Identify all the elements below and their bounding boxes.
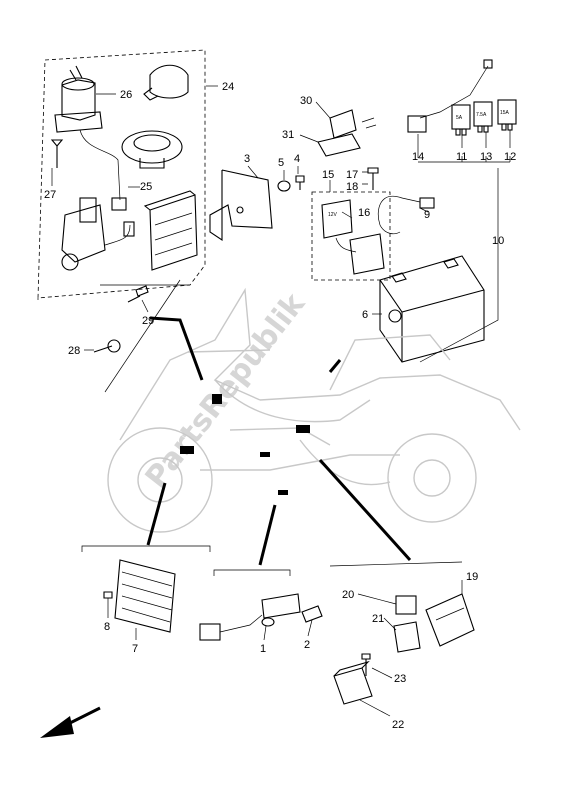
fuse-13[interactable]: 7.5A <box>473 101 493 133</box>
callout-19: 19 <box>466 571 478 583</box>
unit-22[interactable] <box>333 660 373 705</box>
group-box-24 <box>37 49 206 299</box>
fuse-12[interactable]: 15A <box>497 99 517 131</box>
lead-wire-9[interactable] <box>377 195 435 235</box>
callout-17: 17 <box>346 169 358 181</box>
screw-4[interactable] <box>295 175 305 190</box>
marker-d <box>278 490 288 495</box>
callout-8: 8 <box>104 621 110 633</box>
sensor-1[interactable] <box>199 593 301 641</box>
callout-5: 5 <box>278 157 284 169</box>
scooter-outline <box>107 287 521 533</box>
bolt-27[interactable] <box>50 139 64 168</box>
fuse-group-line <box>418 156 511 163</box>
ecu-unit[interactable] <box>143 190 198 271</box>
fastener-28[interactable] <box>93 339 121 353</box>
holder-31[interactable] <box>317 133 361 157</box>
callout-9: 9 <box>424 209 430 221</box>
callout-20: 20 <box>342 589 354 601</box>
sensor-20[interactable] <box>395 595 417 615</box>
front-direction-arrow-icon <box>40 706 101 738</box>
relay-19[interactable] <box>425 593 475 647</box>
callout-18: 18 <box>346 181 358 193</box>
callout-12: 12 <box>504 151 516 163</box>
callout-28: 28 <box>68 345 80 357</box>
leader-thick-d <box>258 504 277 566</box>
leader-thin-g <box>37 284 190 300</box>
bracket-mid <box>213 569 291 576</box>
leader-thick-a <box>149 316 204 381</box>
callout-2: 2 <box>304 639 310 651</box>
callouts <box>51 85 511 717</box>
nut-5[interactable] <box>277 180 291 192</box>
leader-thick-c <box>146 482 167 546</box>
callout-13: 13 <box>480 151 492 163</box>
bracket-right <box>329 561 463 567</box>
callout-31: 31 <box>282 129 294 141</box>
callout-3: 3 <box>244 153 250 165</box>
callout-21: 21 <box>372 613 384 625</box>
bracket-3[interactable] <box>209 169 273 242</box>
callout-24: 24 <box>222 81 234 93</box>
callout-29: 29 <box>142 315 154 327</box>
callout-23: 23 <box>394 673 406 685</box>
callout-4: 4 <box>294 153 300 165</box>
marker-a <box>296 425 310 433</box>
fuse-11-rating: 5A <box>456 115 463 121</box>
leader-thin-f <box>104 279 181 393</box>
callout-30: 30 <box>300 95 312 107</box>
callout-14: 14 <box>412 151 424 163</box>
steering-lock[interactable] <box>61 197 135 271</box>
leader-thick-b <box>328 359 342 373</box>
fuse-11[interactable]: 5A <box>451 104 471 136</box>
marker-c <box>260 452 270 457</box>
bolt-17-18[interactable] <box>367 167 379 190</box>
marker-b <box>180 446 194 454</box>
starter-relay[interactable]: 12V <box>321 199 385 275</box>
fuse-12-rating: 15A <box>500 110 510 116</box>
callout-6: 6 <box>362 309 368 321</box>
main-switch[interactable] <box>54 65 127 211</box>
callout-26: 26 <box>120 89 132 101</box>
bracket-left <box>81 545 211 552</box>
callout-10: 10 <box>492 235 504 247</box>
callout-15: 15 <box>322 169 334 181</box>
relay-30[interactable] <box>329 109 377 139</box>
callout-11: 11 <box>456 151 467 163</box>
callout-16: 16 <box>358 207 370 219</box>
battery-6[interactable] <box>379 255 485 363</box>
callout-22: 22 <box>392 719 404 731</box>
callout-27: 27 <box>44 189 56 201</box>
leader-thick-e <box>318 458 412 562</box>
callout-25: 25 <box>140 181 152 193</box>
bolt-29[interactable] <box>127 285 149 303</box>
group-box-15 <box>311 191 391 281</box>
leader-10 <box>419 168 499 363</box>
fuse-holder-14[interactable] <box>407 59 493 133</box>
lock-cylinder[interactable] <box>143 64 189 101</box>
fuse-13-rating: 7.5A <box>476 112 487 118</box>
marker-e <box>212 394 222 404</box>
callout-7: 7 <box>132 643 138 655</box>
regulator-7[interactable] <box>103 559 176 633</box>
callout-1: 1 <box>260 643 266 655</box>
screw-23[interactable] <box>361 653 371 676</box>
seat-lock-cap[interactable] <box>121 130 183 169</box>
part-2[interactable] <box>301 605 323 623</box>
relay-rating: 12V <box>328 212 338 218</box>
sensor-21[interactable] <box>393 621 421 653</box>
